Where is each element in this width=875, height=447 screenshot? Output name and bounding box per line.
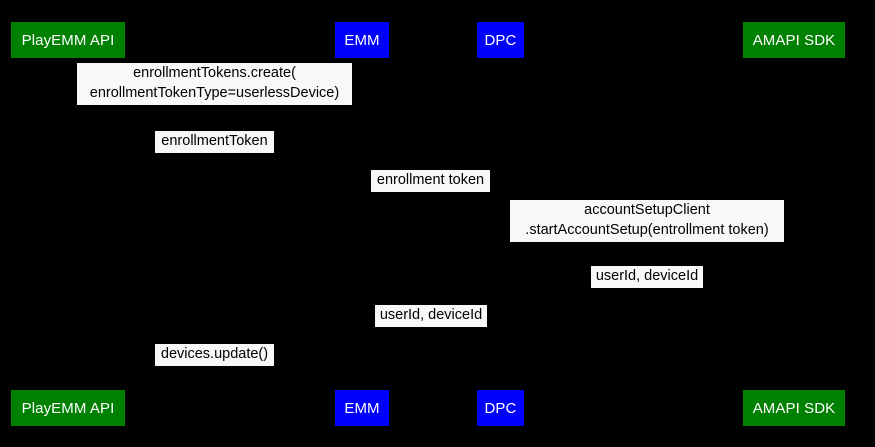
message-label-devices-update: devices.update() bbox=[155, 344, 274, 366]
message-label-enrollment-token-to-dpc: enrollment token bbox=[371, 170, 490, 192]
message-line-1: enrollment token bbox=[376, 172, 485, 188]
message-line-1: enrollmentToken bbox=[161, 133, 268, 149]
message-line-1: enrollmentTokens.create( bbox=[133, 65, 296, 81]
participant-label: DPC bbox=[484, 399, 517, 417]
participant-label: AMAPI SDK bbox=[752, 399, 836, 417]
message-label-start-account-setup: accountSetupClient .startAccountSetup(ent… bbox=[510, 200, 784, 242]
participant-emm-footer[interactable]: EMM bbox=[335, 390, 389, 426]
participant-amapi-sdk-footer[interactable]: AMAPI SDK bbox=[743, 390, 845, 426]
message-line-2: .startAccountSetup(entrollment token) bbox=[525, 221, 769, 238]
message-label-enrollment-tokens-create: enrollmentTokens.create( enrollmentTokenT… bbox=[77, 63, 352, 105]
message-line-1: devices.update() bbox=[160, 346, 269, 362]
message-line-1: userId, deviceId bbox=[595, 268, 699, 284]
participant-dpc-footer[interactable]: DPC bbox=[477, 390, 524, 426]
participant-label: EMM bbox=[344, 399, 380, 417]
message-label-enrollment-token-response: enrollmentToken bbox=[155, 131, 274, 153]
participant-emm-header[interactable]: EMM bbox=[335, 22, 389, 58]
message-line-1: userId, deviceId bbox=[379, 307, 483, 323]
participant-label: PlayEMM API bbox=[21, 31, 115, 49]
participant-dpc-header[interactable]: DPC bbox=[477, 22, 524, 58]
participant-playemm-api-header[interactable]: PlayEMM API bbox=[11, 22, 125, 58]
message-label-userid-deviceid-from-sdk: userId, deviceId bbox=[591, 266, 703, 288]
participant-label: PlayEMM API bbox=[21, 399, 115, 417]
participant-playemm-api-footer[interactable]: PlayEMM API bbox=[11, 390, 125, 426]
message-line-2: enrollmentTokenType=userlessDevice) bbox=[89, 84, 340, 101]
message-line-1: accountSetupClient bbox=[584, 202, 710, 218]
participant-amapi-sdk-header[interactable]: AMAPI SDK bbox=[743, 22, 845, 58]
message-label-userid-deviceid-to-emm: userId, deviceId bbox=[375, 305, 487, 327]
participant-label: DPC bbox=[484, 31, 517, 49]
participant-label: EMM bbox=[344, 31, 380, 49]
participant-label: AMAPI SDK bbox=[752, 31, 836, 49]
